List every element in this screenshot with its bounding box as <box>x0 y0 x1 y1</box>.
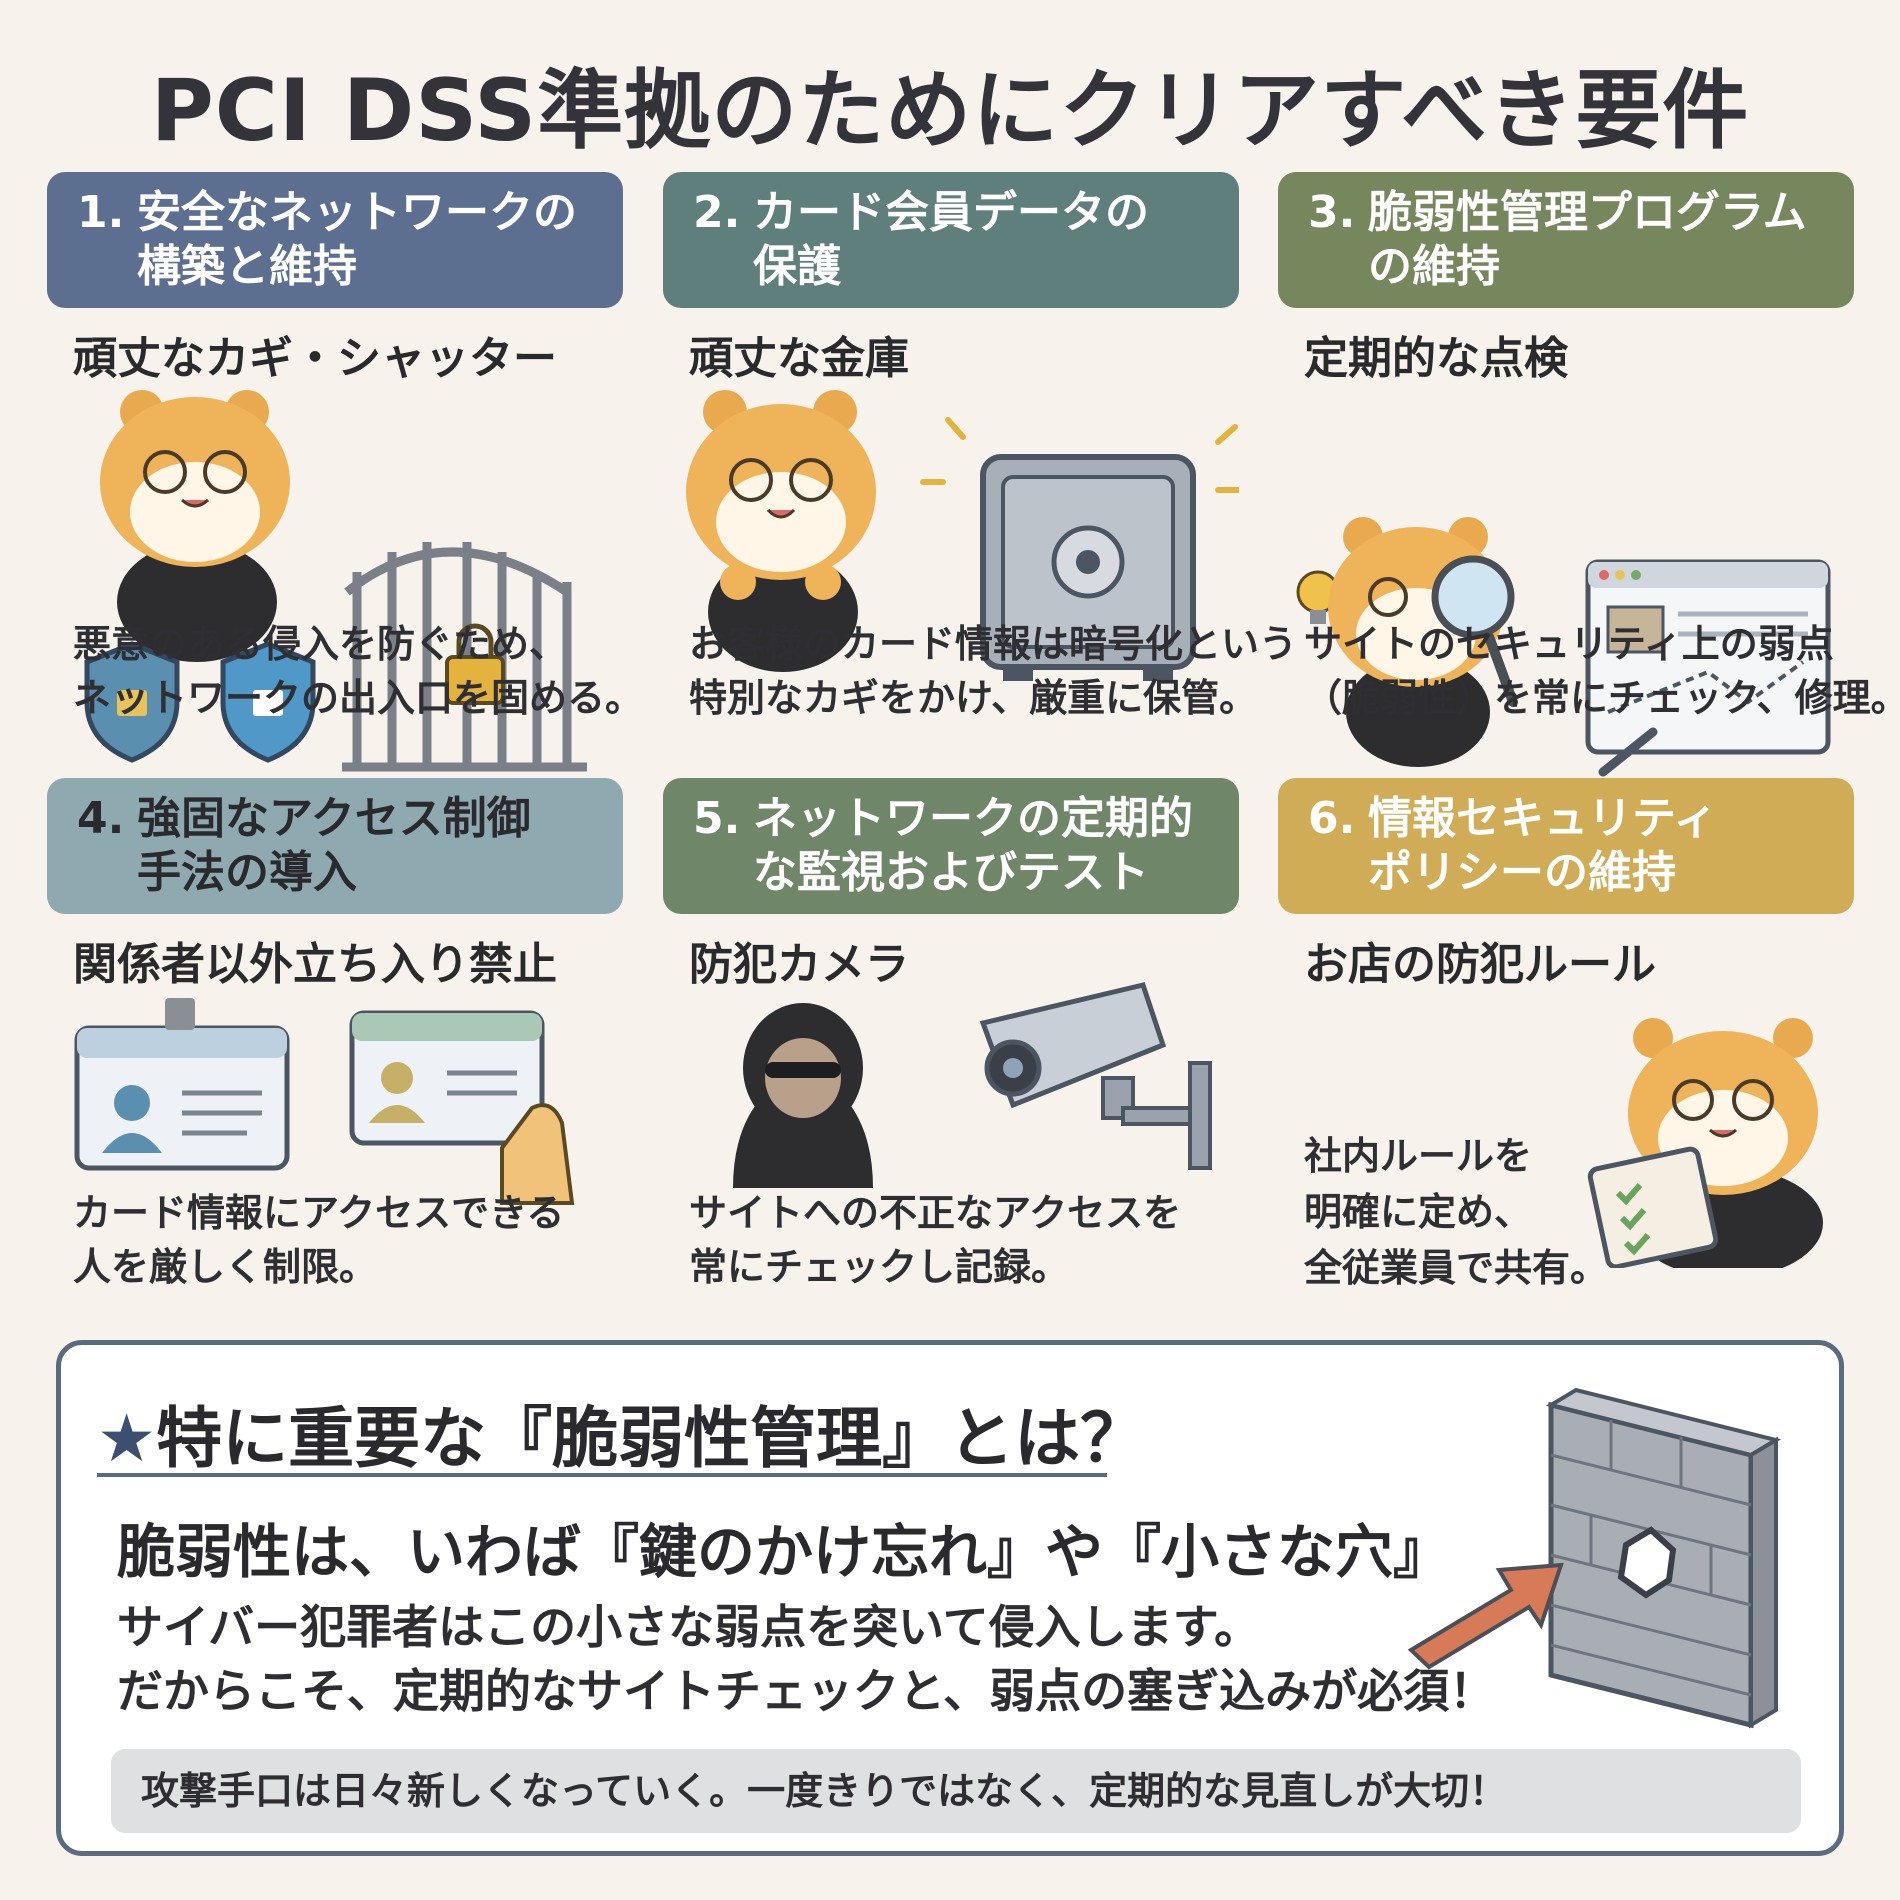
requirement-card-1: 1.安全なネットワークの 構築と維持 頑丈なカギ・シャッター <box>47 172 643 772</box>
hamster-mascot-icon <box>686 390 876 672</box>
card-description: サイトのセキュリティ上の弱点 （脆弱性）を常にチェック、修理。 <box>1304 617 1900 725</box>
safe-icon <box>920 417 1239 681</box>
brick-wall-hole-icon <box>1545 1387 1781 1729</box>
card-description: お客様のカード情報は暗号化という 特別なカギをかけ、厳重に保管。 <box>689 617 1297 725</box>
card-number: 6. <box>1308 793 1356 844</box>
card-subtitle: 頑丈な金庫 <box>689 333 909 384</box>
card-illustration <box>1587 1018 1823 1268</box>
card-subtitle: お店の防犯ルール <box>1304 939 1656 990</box>
card-title-line2: の維持 <box>1368 241 1500 292</box>
card-desc-line2: ネットワークの出入口を固める。 <box>73 676 644 720</box>
card-header: 4.強固なアクセス制御 手法の導入 <box>47 778 623 914</box>
card-illustration <box>733 982 1212 1188</box>
card-number: 5. <box>693 793 741 844</box>
card-desc-line2: 常にチェックし記録。 <box>689 1245 1070 1289</box>
requirement-card-6: 6.情報セキュリティ ポリシーの維持 お店の防犯ルール 社内ルールを 明確に定め… <box>1278 778 1854 1378</box>
card-number: 1. <box>77 187 125 238</box>
requirement-card-2: 2.カード会員データの 保護 頑丈な金庫 お客様のカード情報は暗号化という 特別 <box>663 172 1297 772</box>
card-subtitle: 関係者以外立ち入り禁止 <box>73 939 557 990</box>
card-desc-line1: サイトへの不正なアクセスを <box>689 1191 1182 1235</box>
card-description: 悪意のある侵入を防ぐため、 ネットワークの出入口を固める。 <box>73 617 643 725</box>
id-card-hand-icon <box>349 1010 575 1205</box>
hamster-mascot-icon <box>100 390 290 662</box>
card-subtitle: 防犯カメラ <box>689 939 909 990</box>
lightbulb-icon <box>1296 570 1340 624</box>
card-desc-line1: お客様のカード情報は暗号化という <box>689 622 1298 666</box>
card-illustration <box>686 390 1239 681</box>
card-title-line1: 脆弱性管理プログラム <box>1368 187 1807 238</box>
card-header: 2.カード会員データの 保護 <box>663 172 1239 308</box>
card-subtitle: 頑丈なカギ・シャッター <box>73 333 557 384</box>
heading-divider <box>97 1473 1107 1477</box>
card-desc-line3: 全従業員で共有。 <box>1304 1246 1609 1290</box>
card-desc-line1: カード情報にアクセスできる <box>73 1191 565 1235</box>
panel-body-line1: サイバー犯罪者はこの小さな弱点を突いて侵入します。 <box>117 1600 1261 1654</box>
panel-heading: ★特に重要な『脆弱性管理』とは？ <box>97 1385 1146 1481</box>
panel-note: 攻撃手口は日々新しくなっていく。一度きりではなく、定期的な見直しが大切！ <box>111 1749 1801 1833</box>
requirement-card-3: 3.脆弱性管理プログラム の維持 定期的な点検 サイトのセ <box>1278 172 1900 777</box>
card-description: 社内ルールを 明確に定め、 全従業員で共有。 <box>1304 1128 1608 1296</box>
card-description: サイトへの不正なアクセスを 常にチェックし記録。 <box>689 1186 1181 1294</box>
panel-lead-text: 脆弱性は、いわば『鍵のかけ忘れ』や『小さな穴』 <box>117 1518 1452 1586</box>
hooded-intruder-icon <box>733 1003 873 1188</box>
requirement-card-4: 4.強固なアクセス制御 手法の導入 関係者以外立ち入り禁止 カード情報にアクセス… <box>47 778 623 1378</box>
card-number: 4. <box>77 793 125 844</box>
card-title-line1: 安全なネットワークの <box>137 187 577 238</box>
card-number: 2. <box>693 187 741 238</box>
card-desc-line2: 明確に定め、 <box>1304 1190 1533 1234</box>
page-title: PCI DSS準拠のためにクリアすべき要件 <box>150 61 1750 161</box>
arrow-icon <box>1407 1562 1564 1670</box>
panel-body-line2: だからこそ、定期的なサイトチェックと、弱点の塞ぎ込みが必須！ <box>117 1664 1496 1718</box>
card-description: カード情報にアクセスできる 人を厳しく制限。 <box>73 1186 564 1294</box>
card-desc-line1: サイトのセキュリティ上の弱点 <box>1304 622 1834 666</box>
card-desc-line2: 人を厳しく制限。 <box>73 1245 378 1289</box>
card-title-line1: ネットワークの定期的 <box>753 793 1193 844</box>
card-title-line2: な監視およびテスト <box>753 847 1149 898</box>
id-badge-icon <box>74 998 290 1171</box>
card-desc-line1: 社内ルールを <box>1304 1134 1533 1178</box>
card-header: 6.情報セキュリティ ポリシーの維持 <box>1278 778 1854 914</box>
panel-heading-text: 特に重要な『脆弱性管理』とは？ <box>156 1400 1147 1477</box>
card-title-line2: 構築と維持 <box>137 241 357 292</box>
hamster-magnifier-icon <box>1328 517 1518 767</box>
card-header: 3.脆弱性管理プログラム の維持 <box>1278 172 1854 308</box>
requirement-card-5: 5.ネットワークの定期的 な監視およびテスト 防犯カメラ サイトへの不正なアクセ… <box>663 778 1239 1378</box>
card-subtitle: 定期的な点検 <box>1304 333 1568 384</box>
hamster-clipboard-icon <box>1587 1018 1823 1268</box>
card-illustration <box>1296 517 1831 777</box>
card-desc-line2: 特別なカギをかけ、厳重に保管。 <box>689 676 1258 720</box>
shield-lock-icon <box>84 641 316 763</box>
card-illustration <box>84 390 587 772</box>
card-title-line1: 強固なアクセス制御 <box>137 793 531 844</box>
card-desc-line1: 悪意のある侵入を防ぐため、 <box>73 622 568 666</box>
card-title-line2: ポリシーの維持 <box>1368 847 1676 898</box>
card-title-line2: 手法の導入 <box>137 847 357 898</box>
locked-gate-icon <box>342 542 587 772</box>
card-desc-line2: （脆弱性）を常にチェック、修理。 <box>1304 676 1900 720</box>
star-icon: ★ <box>97 1400 157 1477</box>
card-title-line1: カード会員データの <box>753 187 1149 238</box>
card-title-line2: 保護 <box>753 241 841 292</box>
security-camera-icon <box>979 982 1212 1170</box>
card-title-line1: 情報セキュリティ <box>1368 793 1718 844</box>
card-header: 5.ネットワークの定期的 な監視およびテスト <box>663 778 1239 914</box>
card-illustration <box>74 998 575 1205</box>
vulnerability-management-panel: ★特に重要な『脆弱性管理』とは？ 脆弱性は、いわば『鍵のかけ忘れ』や『小さな穴』… <box>56 1340 1844 1856</box>
card-number: 3. <box>1308 187 1356 238</box>
card-header: 1.安全なネットワークの 構築と維持 <box>47 172 623 308</box>
browser-window-icon <box>1585 559 1831 777</box>
